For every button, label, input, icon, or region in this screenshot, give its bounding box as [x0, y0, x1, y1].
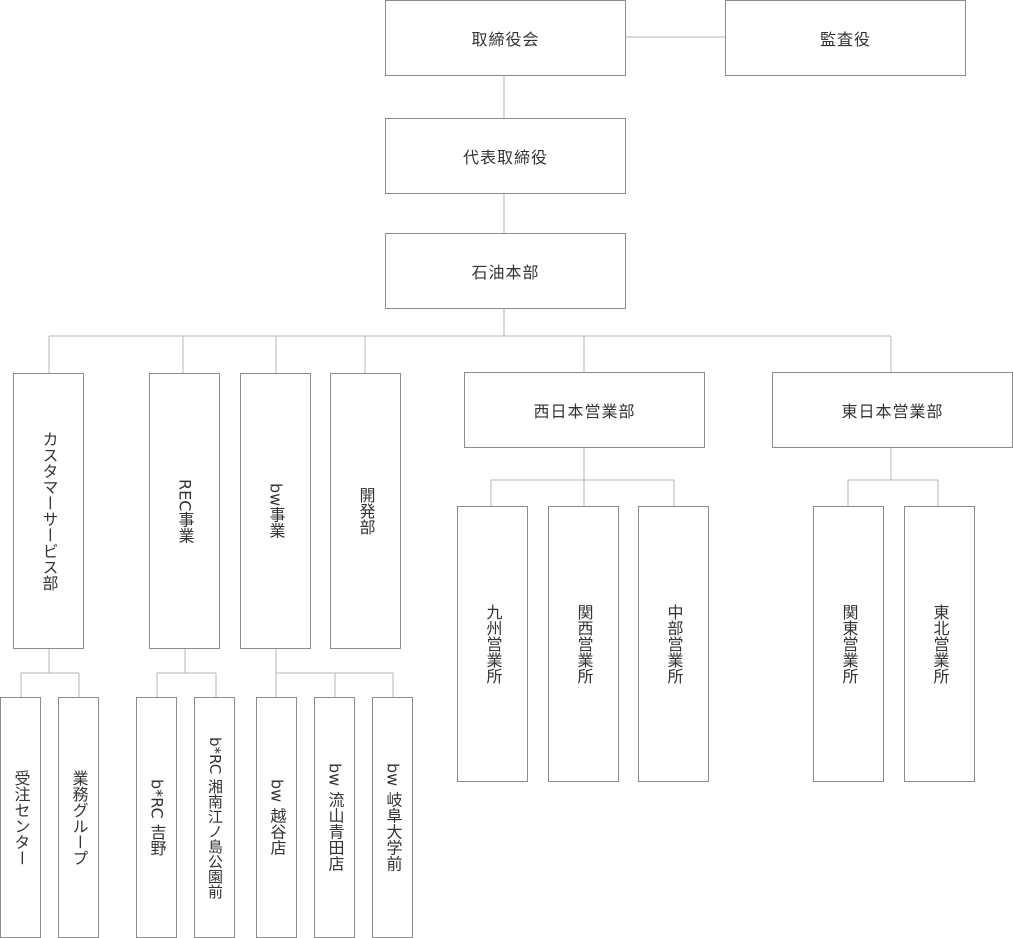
- kansai-office-label: 関西営業所: [574, 604, 594, 684]
- ceo-label: 代表取締役: [462, 148, 548, 167]
- west-japan-box: 西日本営業部: [464, 372, 705, 448]
- rec-business-box: REC事業: [149, 373, 220, 649]
- brc-shonan-box: b*RC 湘南江ノ島公園前: [194, 697, 235, 938]
- west-japan-label: 西日本営業部: [533, 402, 636, 421]
- kanto-office-box: 関東営業所: [813, 506, 884, 782]
- bw-koshigaya-label: bw 越谷店: [267, 779, 287, 856]
- brc-yoshino-label: b*RC 吉野: [147, 779, 167, 856]
- kyushu-office-box: 九州営業所: [457, 506, 528, 782]
- east-japan-label: 東日本営業部: [841, 402, 944, 421]
- chubu-office-label: 中部営業所: [664, 604, 684, 684]
- tohoku-office-label: 東北営業所: [930, 604, 950, 684]
- tohoku-office-box: 東北営業所: [904, 506, 975, 782]
- chubu-office-box: 中部営業所: [638, 506, 709, 782]
- board-box: 取締役会: [385, 0, 626, 76]
- rec-business-label: REC事業: [175, 478, 195, 544]
- brc-shonan-label: b*RC 湘南江ノ島公園前: [206, 736, 224, 899]
- bw-business-label: bw事業: [266, 483, 286, 539]
- order-center-label: 受注センター: [11, 769, 31, 866]
- auditor-label: 監査役: [819, 30, 871, 49]
- brc-yoshino-box: b*RC 吉野: [136, 697, 177, 938]
- bw-business-box: bw事業: [240, 373, 311, 649]
- bw-nagareyama-label: bw 流山青田店: [325, 763, 345, 872]
- kanto-office-label: 関東営業所: [839, 604, 859, 684]
- customer-service-box: カスタマーサービス部: [13, 373, 84, 649]
- bw-gifu-label: bw 岐阜大学前: [383, 763, 403, 872]
- hq-box: 石油本部: [385, 233, 626, 309]
- east-japan-box: 東日本営業部: [772, 372, 1013, 448]
- operations-group-label: 業務グループ: [69, 769, 89, 866]
- development-box: 開発部: [330, 373, 401, 649]
- kyushu-office-label: 九州営業所: [483, 604, 503, 684]
- hq-label: 石油本部: [471, 263, 540, 282]
- customer-service-label: カスタマーサービス部: [39, 431, 59, 591]
- ceo-box: 代表取締役: [385, 118, 626, 194]
- bw-nagareyama-box: bw 流山青田店: [314, 697, 355, 938]
- development-label: 開発部: [356, 487, 376, 535]
- order-center-box: 受注センター: [0, 697, 41, 938]
- board-label: 取締役会: [471, 30, 540, 49]
- operations-group-box: 業務グループ: [58, 697, 99, 938]
- kansai-office-box: 関西営業所: [548, 506, 619, 782]
- bw-koshigaya-box: bw 越谷店: [256, 697, 297, 938]
- auditor-box: 監査役: [725, 0, 966, 76]
- bw-gifu-box: bw 岐阜大学前: [372, 697, 413, 938]
